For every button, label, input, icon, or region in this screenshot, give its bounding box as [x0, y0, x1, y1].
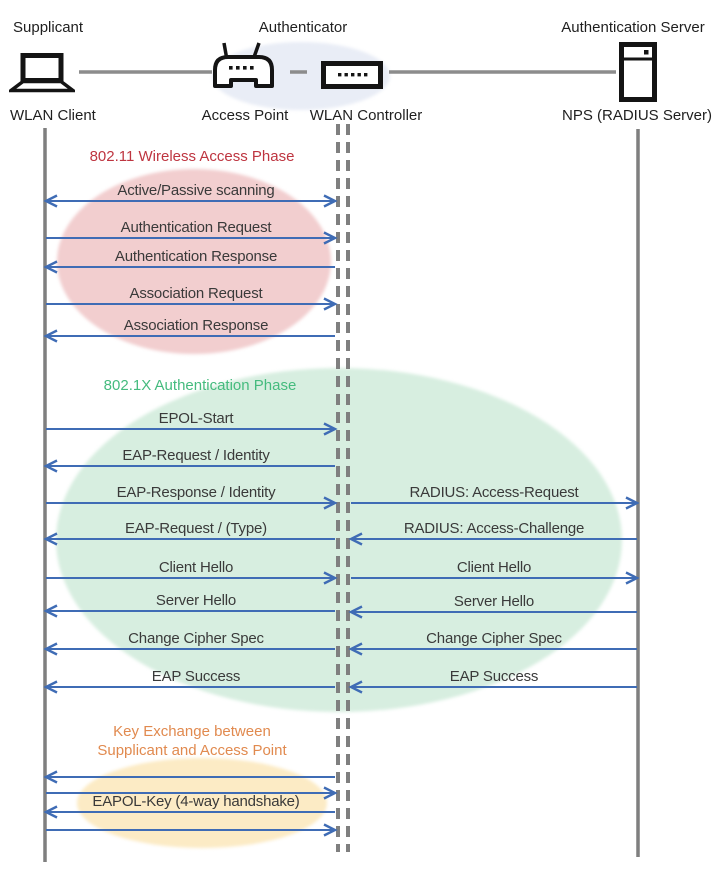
message-label: Change Cipher Spec: [426, 630, 562, 647]
message-arrow: [46, 571, 338, 585]
phase3-title-line2: Supplicant and Access Point: [97, 742, 287, 759]
role-label-authentication-server: Authentication Server: [561, 19, 705, 36]
phase3-title-line1: Key Exchange between: [113, 723, 271, 740]
message-label: EAP Success: [151, 668, 241, 685]
arrowhead-icon: [625, 571, 640, 585]
arrowhead-icon: [348, 642, 363, 656]
arrowhead-icon: [43, 459, 58, 473]
role-label-authenticator: Authenticator: [258, 19, 348, 36]
message-arrow: [46, 786, 338, 800]
message-label: Client Hello: [456, 559, 532, 576]
message-arrow: [43, 805, 335, 819]
arrowhead-icon: [323, 194, 338, 208]
message-label: RADIUS: Access-Request: [409, 484, 579, 501]
message-arrow: [43, 770, 335, 784]
message-label: Client Hello: [158, 559, 234, 576]
message-label: Association Request: [129, 285, 263, 302]
arrowhead-icon: [348, 680, 363, 694]
message-arrow: [348, 680, 637, 694]
message-arrow: [46, 297, 338, 311]
arrowhead-icon: [43, 329, 58, 343]
phase1-ellipse: [57, 169, 331, 354]
arrowhead-icon: [43, 532, 58, 546]
message-label: EPOL-Start: [158, 410, 234, 427]
arrowhead-icon: [43, 680, 58, 694]
arrowhead-icon: [43, 194, 58, 208]
message-arrow: [351, 571, 640, 585]
message-label: Authentication Request: [120, 219, 272, 236]
device-label-wlan-controller: WLAN Controller: [309, 107, 423, 124]
arrowhead-icon: [43, 604, 58, 618]
message-arrow: [43, 260, 335, 274]
message-label: EAP-Request / (Type): [125, 520, 267, 537]
arrowhead-icon: [43, 805, 58, 819]
arrowhead-icon: [43, 260, 58, 274]
phase3-title: Key Exchange between Supplicant and Acce…: [97, 722, 286, 760]
arrowhead-icon: [43, 770, 58, 784]
arrowhead-icon: [348, 532, 363, 546]
device-label-nps-radius-server: NPS (RADIUS Server): [561, 107, 713, 124]
wlan-controller-icon: [321, 61, 383, 89]
arrowhead-icon: [348, 605, 363, 619]
arrowhead-icon: [323, 786, 338, 800]
message-label: Change Cipher Spec: [128, 630, 264, 647]
phase2-title: 802.1X Authentication Phase: [103, 377, 297, 394]
arrowhead-icon: [323, 231, 338, 245]
message-label: EAPOL-Key (4-way handshake): [92, 793, 300, 810]
arrowhead-icon: [323, 422, 338, 436]
message-arrow: [46, 823, 338, 837]
message-arrow: [43, 642, 335, 656]
message-arrow: [46, 231, 338, 245]
role-label-supplicant: Supplicant: [13, 19, 84, 36]
message-label: Association Response: [123, 317, 269, 334]
message-arrow: [43, 680, 335, 694]
device-label-access-point: Access Point: [201, 107, 289, 124]
arrowhead-icon: [323, 571, 338, 585]
phase3-ellipse: [77, 758, 327, 848]
message-label: Server Hello: [453, 593, 535, 610]
message-arrow: [348, 642, 637, 656]
message-label: RADIUS: Access-Challenge: [403, 520, 585, 537]
phase1-title: 802.11 Wireless Access Phase: [89, 148, 295, 165]
arrowhead-icon: [323, 496, 338, 510]
server-icon: [619, 42, 657, 102]
message-arrow: [43, 459, 335, 473]
arrowhead-icon: [43, 642, 58, 656]
message-arrow: [43, 532, 335, 546]
arrowhead-icon: [323, 297, 338, 311]
message-label: EAP Success: [449, 668, 539, 685]
message-arrow: [348, 532, 637, 546]
message-label: Server Hello: [155, 592, 237, 609]
message-arrow: [46, 422, 338, 436]
message-arrow: [46, 496, 338, 510]
message-label: Authentication Response: [114, 248, 278, 265]
message-label: EAP-Request / Identity: [122, 447, 270, 464]
message-arrow: [43, 329, 335, 343]
access-point-icon: [213, 42, 274, 88]
message-arrow: [348, 605, 637, 619]
device-label-wlan-client: WLAN Client: [10, 107, 96, 124]
message-arrow: [43, 604, 335, 618]
arrowhead-icon: [625, 496, 640, 510]
message-label: EAP-Response / Identity: [116, 484, 276, 501]
laptop-icon: [9, 53, 75, 93]
message-arrow: [351, 496, 640, 510]
message-label: Active/Passive scanning: [117, 182, 275, 199]
arrowhead-icon: [323, 823, 338, 837]
message-arrow: [43, 194, 338, 208]
